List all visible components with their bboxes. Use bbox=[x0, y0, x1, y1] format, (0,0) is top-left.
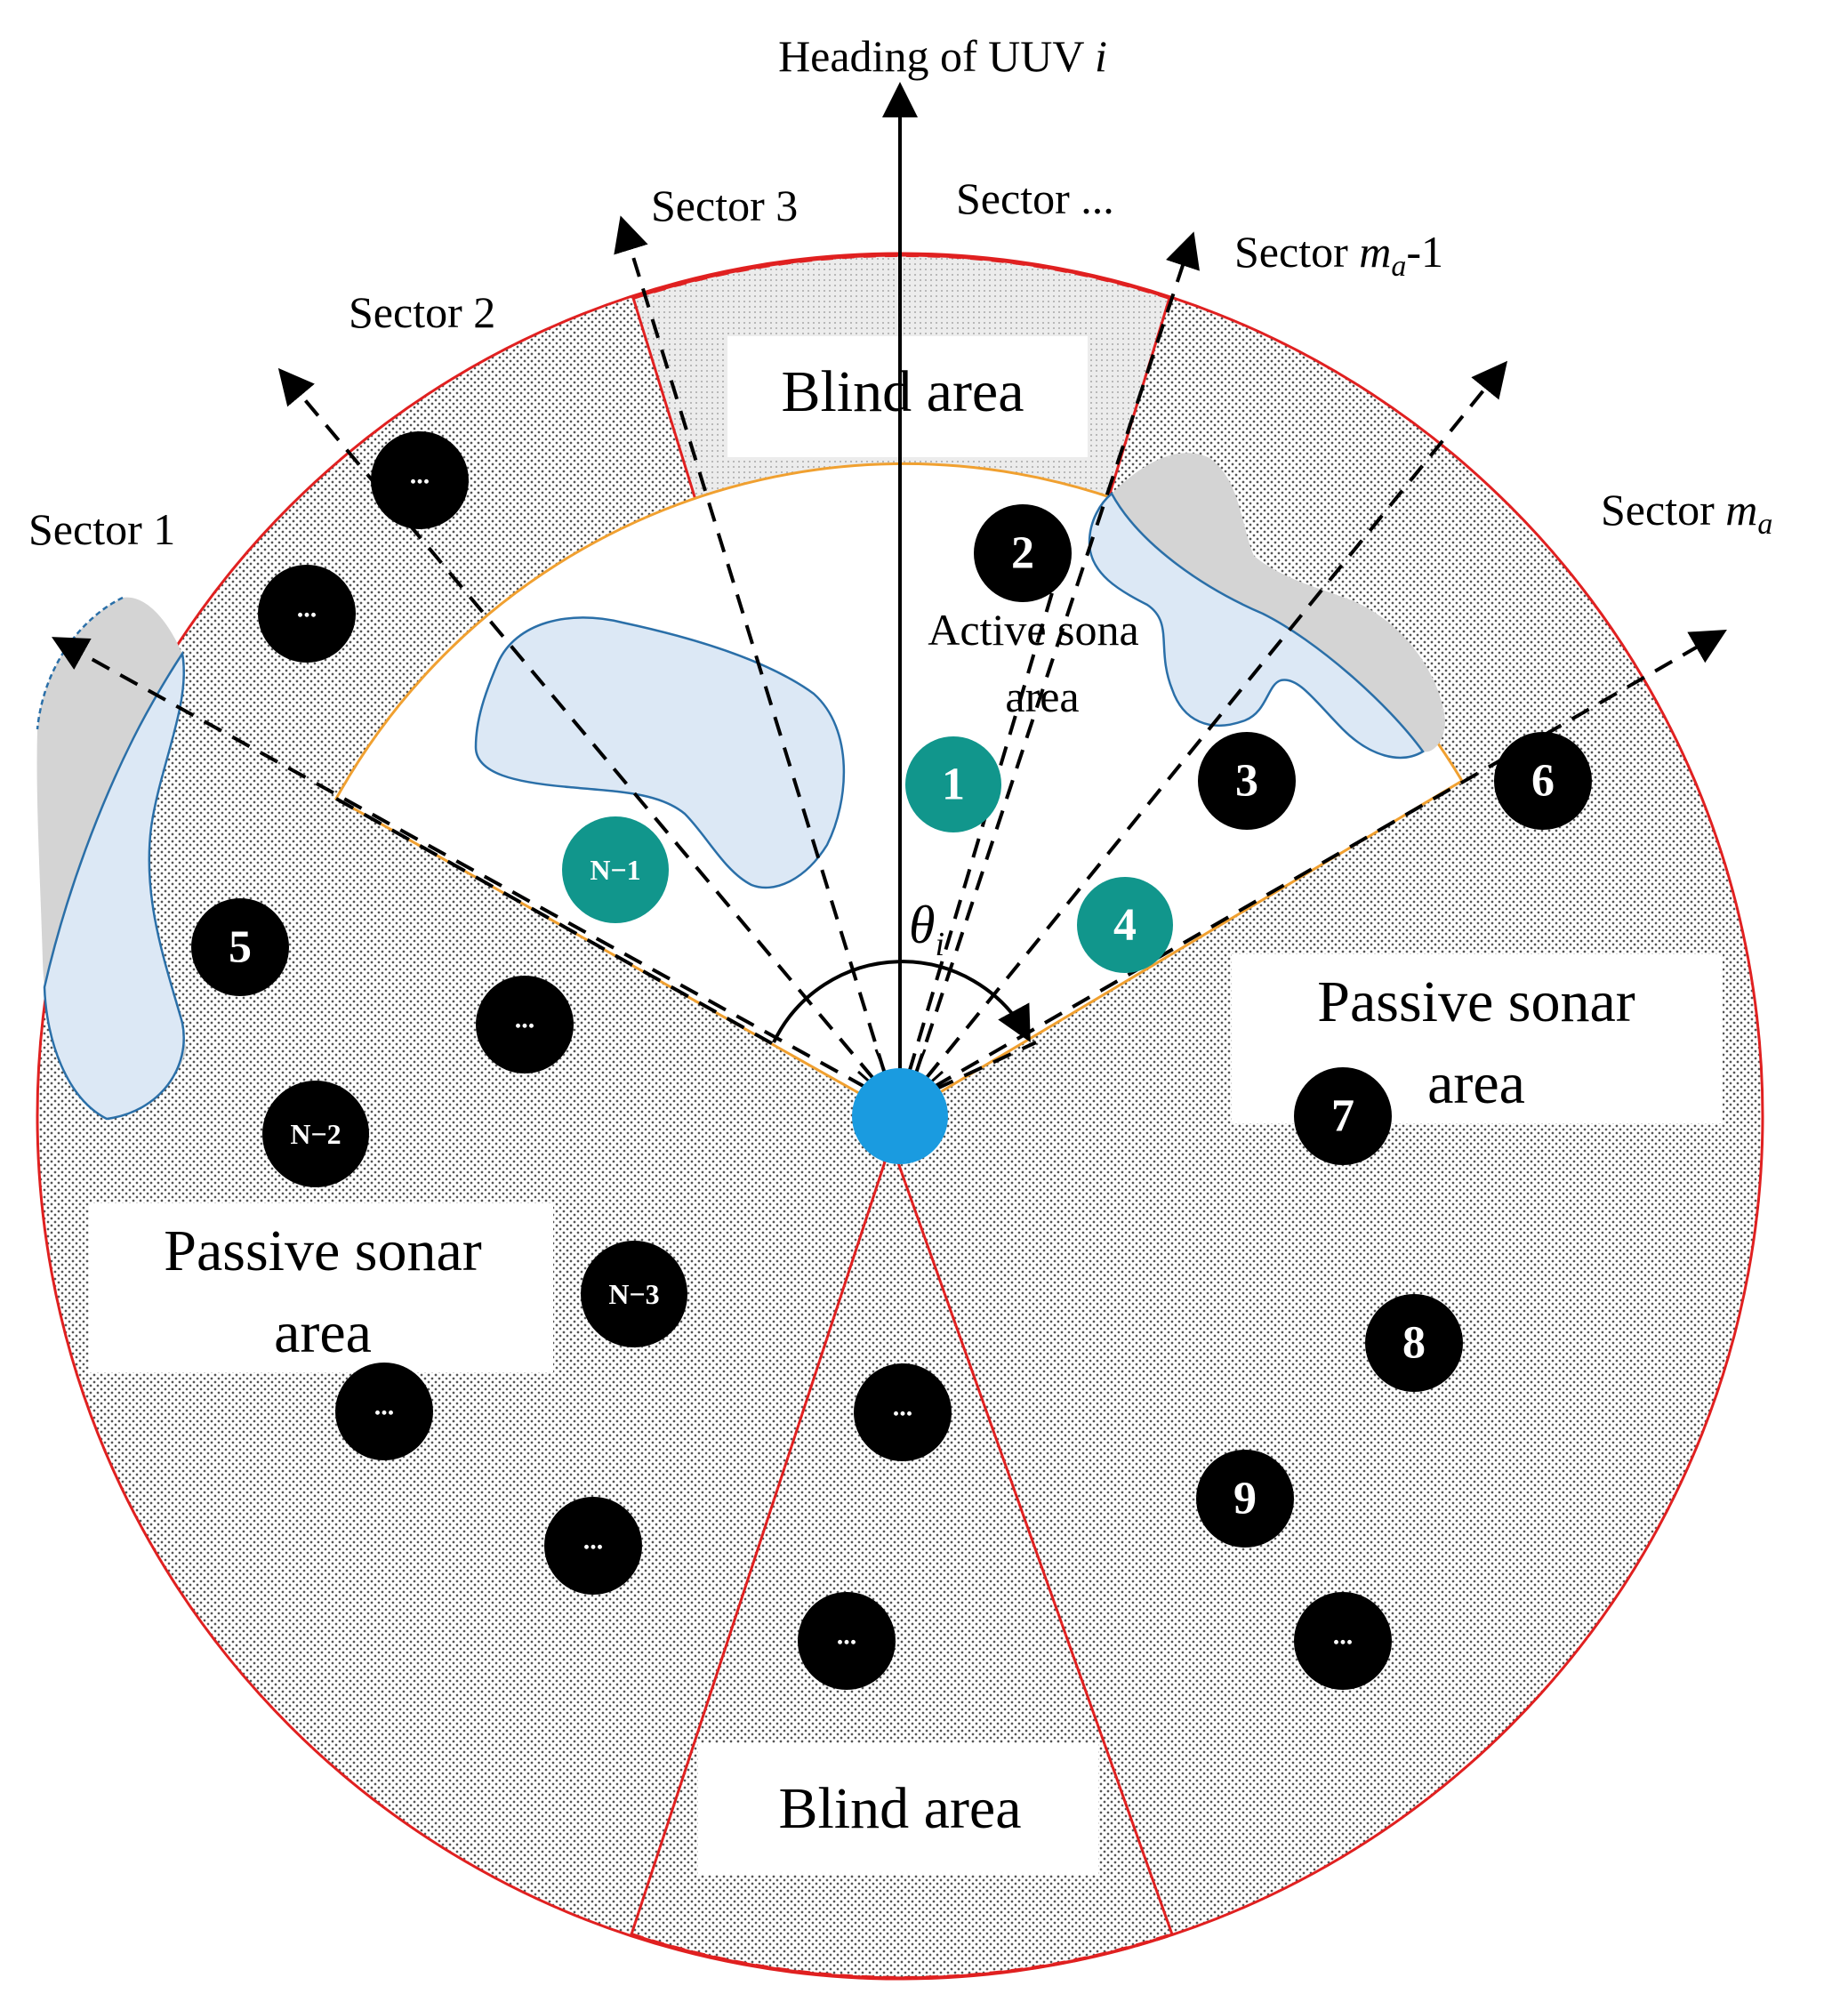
ray-sector-ma bbox=[905, 630, 1727, 1105]
node-passive-9 bbox=[1196, 1450, 1294, 1548]
sector-2-label: Sector 2 bbox=[349, 287, 495, 337]
node-label-11: N−3 bbox=[608, 1278, 659, 1310]
theta-label: θi bbox=[909, 896, 944, 963]
passive-right-label-1: Passive sonar bbox=[1317, 969, 1635, 1034]
blind-label-bg-bottom bbox=[698, 1743, 1098, 1875]
node-passive-18 bbox=[798, 1592, 896, 1690]
sector-ma-1-label: Sector ma-1 bbox=[1234, 227, 1443, 283]
heading-label: Heading of UUV i bbox=[778, 31, 1107, 81]
node-passive-12 bbox=[371, 431, 469, 529]
passive-right-label-2: area bbox=[1427, 1051, 1525, 1116]
node-passive-13 bbox=[258, 565, 356, 663]
node-label-4: 3 bbox=[1235, 756, 1258, 807]
node-label-1: 4 bbox=[1113, 900, 1137, 951]
ray-sector-ma-1 bbox=[904, 231, 1200, 1104]
node-passive-10 bbox=[262, 1081, 369, 1187]
node-active-1 bbox=[1077, 877, 1173, 973]
node-label-12: ... bbox=[410, 461, 430, 490]
node-label-0: 1 bbox=[942, 760, 965, 810]
ray-sector-dots bbox=[898, 586, 1056, 1104]
node-passive-17 bbox=[544, 1497, 642, 1595]
node-label-14: ... bbox=[515, 1005, 535, 1034]
angle-arc bbox=[772, 960, 1031, 1043]
node-label-3: 2 bbox=[1011, 528, 1034, 579]
sector-rays bbox=[51, 215, 1727, 1105]
node-label-7: 7 bbox=[1331, 1091, 1354, 1142]
node-passive-8 bbox=[1365, 1294, 1463, 1392]
node-passive-15 bbox=[335, 1363, 433, 1460]
node-passive-19 bbox=[1294, 1592, 1392, 1690]
passive-label-bg-left bbox=[89, 1203, 553, 1372]
node-passive-16 bbox=[854, 1363, 952, 1461]
ray-boundary-right bbox=[905, 1041, 1037, 1105]
node-passive-3 bbox=[974, 504, 1072, 602]
blind-label-bg-top bbox=[727, 336, 1088, 457]
node-label-13: ... bbox=[297, 594, 317, 623]
node-label-18: ... bbox=[837, 1621, 857, 1651]
sector-dots-label: Sector ... bbox=[956, 173, 1114, 223]
node-label-10: N−2 bbox=[290, 1118, 341, 1150]
node-label-9: 9 bbox=[1233, 1474, 1257, 1524]
node-label-15: ... bbox=[374, 1392, 395, 1421]
node-label-5: 5 bbox=[229, 922, 252, 973]
node-passive-4 bbox=[1198, 732, 1296, 830]
blind-area-bottom-label: Blind area bbox=[778, 1776, 1021, 1841]
sector-3-label: Sector 3 bbox=[651, 181, 798, 230]
active-sonar-label-2: area bbox=[1005, 671, 1079, 721]
passive-left-label-2: area bbox=[274, 1300, 372, 1365]
sector-ma-label: Sector ma bbox=[1601, 485, 1772, 541]
obstacle-right-shadow bbox=[1112, 453, 1445, 752]
obstacle-right bbox=[1088, 492, 1425, 760]
node-label-6: 6 bbox=[1531, 756, 1555, 807]
node-passive-5 bbox=[191, 898, 289, 996]
node-label-19: ... bbox=[1333, 1621, 1354, 1651]
node-passive-7 bbox=[1294, 1067, 1392, 1165]
node-label-16: ... bbox=[893, 1393, 913, 1422]
node-label-17: ... bbox=[583, 1526, 604, 1556]
node-label-2: N−1 bbox=[590, 854, 640, 886]
ray-sector-3 bbox=[614, 215, 896, 1104]
blind-area-top-label: Blind area bbox=[781, 359, 1024, 424]
obstacle-center bbox=[474, 616, 846, 889]
obstacle-left bbox=[43, 650, 186, 1121]
node-label-8: 8 bbox=[1402, 1318, 1426, 1369]
node-active-2 bbox=[562, 816, 669, 923]
node-active-0 bbox=[905, 736, 1001, 832]
node-passive-11 bbox=[581, 1241, 687, 1347]
uuv-center bbox=[852, 1068, 948, 1164]
sector-1-label: Sector 1 bbox=[28, 504, 175, 554]
node-passive-6 bbox=[1494, 732, 1592, 830]
node-passive-14 bbox=[476, 976, 574, 1073]
passive-left-label-1: Passive sonar bbox=[164, 1218, 481, 1283]
active-sonar-label-1: Active sona bbox=[928, 605, 1138, 655]
node-group: 1 4 N−1 2 3 5 6 7 8 9 N−2N−3......................… bbox=[191, 431, 1592, 1690]
